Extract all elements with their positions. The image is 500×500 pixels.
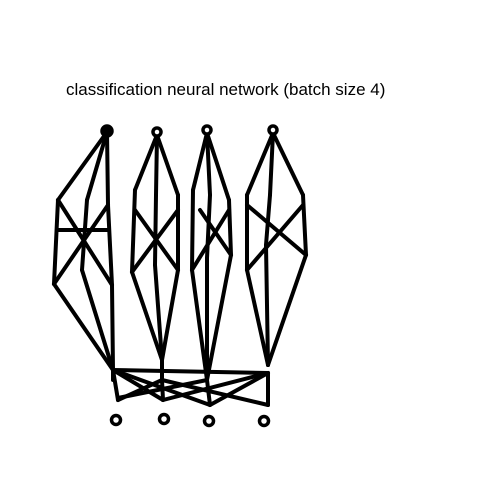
edge [268, 131, 275, 197]
edge [111, 368, 270, 375]
edge [80, 198, 89, 272]
edge [154, 133, 159, 197]
edge [161, 371, 270, 402]
edge [205, 131, 212, 197]
edge [153, 193, 158, 267]
edge [266, 253, 308, 367]
edge [271, 131, 305, 197]
output-node [202, 414, 216, 428]
diagram-title: classification neural network (batch siz… [66, 80, 386, 99]
edge [245, 203, 305, 272]
edge [105, 130, 110, 207]
edge [160, 268, 180, 362]
output-connections [111, 358, 270, 407]
edge [264, 193, 272, 247]
edge [110, 283, 115, 372]
output-node [157, 412, 171, 426]
input-node [100, 124, 114, 138]
edge [191, 131, 209, 192]
edge [245, 131, 275, 197]
edge [85, 130, 109, 202]
edge [245, 203, 308, 257]
network-1 [52, 124, 115, 372]
edge [52, 198, 60, 286]
network-2 [130, 126, 180, 362]
network-3 [190, 124, 233, 382]
edge [205, 253, 233, 382]
input-node [151, 126, 163, 138]
output-node [109, 413, 123, 427]
edge [52, 203, 110, 286]
output-row [109, 412, 271, 428]
edge [80, 268, 115, 372]
network-4 [245, 124, 308, 367]
edge [130, 188, 137, 274]
edge [106, 203, 114, 287]
input-node [201, 124, 213, 136]
edge [190, 268, 209, 382]
edge [205, 378, 212, 407]
edge [130, 208, 180, 274]
edge [56, 130, 109, 202]
edge [264, 243, 270, 367]
edge [56, 198, 114, 287]
edge [208, 371, 270, 407]
edge [133, 133, 159, 192]
edge [205, 131, 231, 202]
edge [245, 268, 270, 367]
input-node [267, 124, 279, 136]
edge [190, 188, 195, 272]
edge [190, 208, 231, 272]
edge [155, 133, 180, 197]
edge [153, 263, 164, 362]
edge [130, 270, 164, 362]
output-node [257, 414, 271, 428]
edge [52, 282, 115, 372]
edge [116, 378, 209, 400]
